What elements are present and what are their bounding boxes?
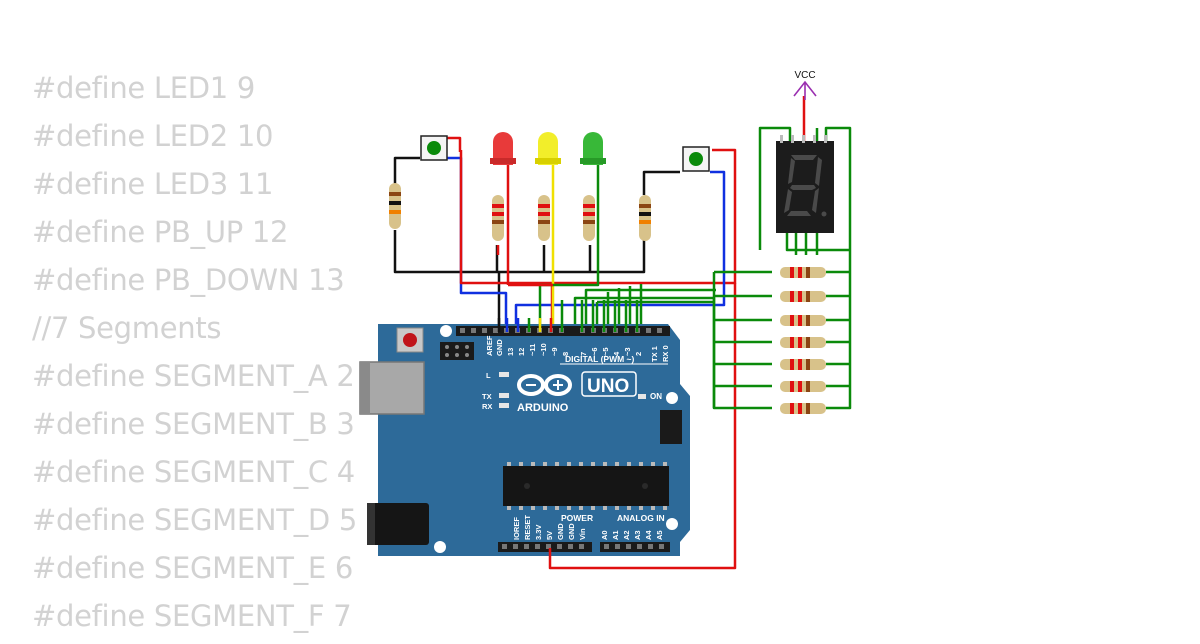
led-red	[490, 132, 516, 165]
seven-segment-display	[776, 135, 834, 233]
header-wire-ends	[497, 300, 639, 556]
pin-label: A2	[622, 530, 631, 540]
pin-label: ~10	[539, 343, 548, 356]
vcc-label: VCC	[794, 70, 815, 81]
button-up-signal-wire	[447, 156, 508, 330]
pin-label: A3	[633, 530, 642, 540]
power-jack	[367, 503, 429, 545]
pin-label: GND	[567, 523, 576, 540]
arduino-logo-icon	[517, 374, 572, 396]
circuit-diagram: VCC	[359, 70, 852, 570]
pin-label: ~3	[623, 347, 632, 356]
usb-port	[359, 361, 425, 415]
rx-led	[499, 403, 509, 408]
pin-label: A1	[611, 530, 620, 540]
ground-wire	[393, 156, 680, 274]
led-red-wire	[496, 245, 553, 287]
resistor	[389, 183, 401, 229]
segment-wire	[758, 126, 850, 255]
vcc-symbol: VCC	[793, 70, 817, 100]
code-line: #define SEGMENT_A 2	[32, 359, 355, 393]
led-green	[580, 132, 606, 165]
resistor	[639, 195, 651, 241]
l-led	[499, 372, 509, 377]
pin-label: 4	[612, 351, 621, 356]
analog-header-label: ANALOG IN	[617, 513, 665, 523]
code-line: //7 Segments	[32, 311, 222, 345]
segment-wire	[595, 284, 714, 330]
digital-header-label: DIGITAL (PWM ~)	[565, 354, 635, 364]
resistor	[780, 315, 826, 326]
power-header	[498, 542, 592, 552]
button-down-signal-wire	[514, 170, 726, 330]
segment-wire	[584, 270, 772, 408]
pin-label: A0	[600, 530, 609, 540]
led-yellow	[535, 132, 561, 165]
resistor	[780, 381, 826, 392]
microcontroller-chip	[503, 466, 669, 506]
resistor	[780, 291, 826, 302]
resistor	[780, 267, 826, 278]
pushbutton-up[interactable]	[420, 135, 448, 161]
on-led	[638, 394, 646, 399]
pin-label: 2	[634, 352, 643, 356]
pin-label: 7	[579, 352, 588, 356]
pin-label: ~11	[528, 344, 537, 356]
resistor	[780, 403, 826, 414]
code-line: #define SEGMENT_F 7	[32, 599, 352, 633]
pushbutton-down[interactable]	[682, 146, 710, 172]
pin-label: 8	[561, 352, 570, 356]
pin-label: RESET	[523, 515, 532, 540]
code-line: #define PB_DOWN 13	[32, 263, 345, 297]
pin-label: TX 1	[650, 346, 659, 362]
brand-label: ARDUINO	[517, 402, 569, 414]
code-line: #define LED1 9	[32, 71, 255, 105]
tx-led	[499, 393, 509, 398]
led-green-wire	[538, 162, 600, 330]
resistor	[780, 359, 826, 370]
arduino-uno-board: DIGITAL (PWM ~) AREF GND 13 12 ~11 ~10 ~…	[359, 324, 690, 556]
code-line: #define SEGMENT_D 5	[32, 503, 358, 537]
code-line: #define SEGMENT_E 6	[32, 551, 354, 585]
pin-label: IOREF	[512, 517, 521, 540]
segment-resistors	[780, 267, 826, 414]
pin-label: A4	[644, 530, 653, 540]
pin-label: ~6	[590, 347, 599, 356]
pin-label: ~5	[601, 347, 610, 356]
l-led-label: L	[486, 371, 491, 380]
power-header-label: POWER	[561, 513, 593, 523]
code-overlay: #define LED1 9 #define LED2 10 #define L…	[32, 68, 357, 644]
pin-label: Vin	[578, 528, 587, 540]
pin-label: 5V	[545, 531, 554, 540]
vcc-arrow-icon	[793, 80, 817, 100]
pin-label: 3.3V	[534, 525, 543, 540]
code-line: #define LED2 10	[32, 119, 274, 153]
resistor	[583, 195, 595, 241]
pin-label: GND	[556, 523, 565, 540]
model-label: UNO	[587, 376, 629, 397]
pin-label: AREF	[485, 335, 494, 356]
code-line: #define LED3 11	[32, 167, 274, 201]
segment-wire	[824, 126, 852, 410]
on-label: ON	[650, 392, 662, 401]
code-line: #define SEGMENT_B 3	[32, 407, 355, 441]
pin-label: RX 0	[661, 345, 670, 362]
pin-label: 13	[506, 348, 515, 356]
code-line: #define SEGMENT_C 4	[32, 455, 355, 489]
rx-led-label: RX	[482, 402, 492, 411]
resistor	[780, 337, 826, 348]
code-line: #define PB_UP 12	[32, 215, 289, 249]
tx-led-label: TX	[482, 392, 492, 401]
vcc-wire	[548, 283, 737, 570]
pin-label: A5	[655, 530, 664, 540]
pin-label: 12	[517, 348, 526, 356]
pin-label: ~9	[550, 347, 559, 356]
pin-label: GND	[495, 339, 504, 356]
analog-header	[600, 542, 670, 552]
resistor	[492, 195, 504, 241]
resistor	[538, 195, 550, 241]
